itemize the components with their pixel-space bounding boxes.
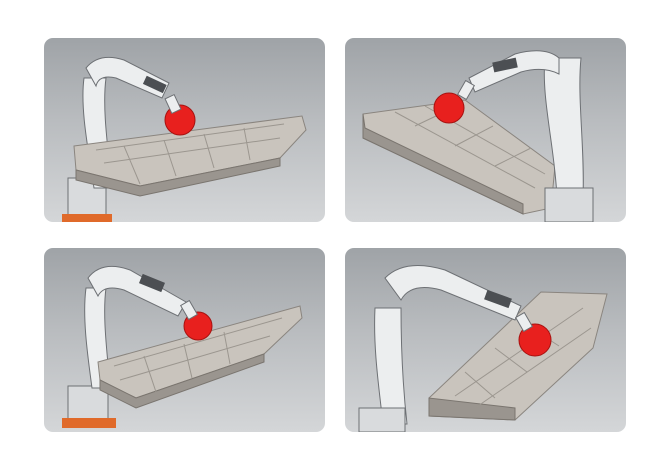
base-plate-icon [62, 214, 112, 222]
red-tool-icon [183, 311, 213, 341]
robot-base-icon [67, 385, 109, 425]
robot-base-icon [544, 187, 594, 222]
robot-upper-arm-icon [384, 265, 522, 321]
panel-view-top-left [44, 38, 325, 222]
tray-side-icon [362, 113, 524, 215]
robot-scene-svg [358, 265, 608, 432]
robot-arm-label-icon [492, 57, 518, 73]
wrist-icon [456, 79, 476, 101]
base-plate-icon [62, 418, 116, 428]
robot-arm-label-icon [484, 289, 512, 309]
wrist-icon [179, 299, 199, 321]
robot-arm-label-icon [142, 75, 167, 94]
robot-upper-arm-icon [85, 56, 170, 99]
tray-side-icon [75, 157, 281, 197]
robot-scene-svg [62, 56, 307, 222]
wrist-icon [164, 93, 182, 115]
tray-side-icon [428, 397, 516, 421]
robot-scene-svg [62, 265, 303, 428]
panel-view-top-right [345, 38, 626, 222]
robot-arm-label-icon [139, 273, 165, 293]
tray-cells-icon [113, 317, 283, 393]
tray-side-icon [99, 353, 265, 409]
robot-scene-svg [362, 50, 594, 222]
robot-base-icon [358, 407, 406, 432]
panel-view-bottom-left [44, 248, 325, 432]
red-tool-icon [518, 323, 552, 357]
tray-cells-icon [95, 123, 285, 185]
robot-column-icon [374, 307, 408, 425]
robot-upper-arm-icon [468, 50, 560, 93]
wrist-icon [514, 311, 534, 333]
panel-view-bottom-right [345, 248, 626, 432]
red-tool-icon [433, 92, 465, 124]
robot-upper-arm-icon [87, 265, 187, 317]
